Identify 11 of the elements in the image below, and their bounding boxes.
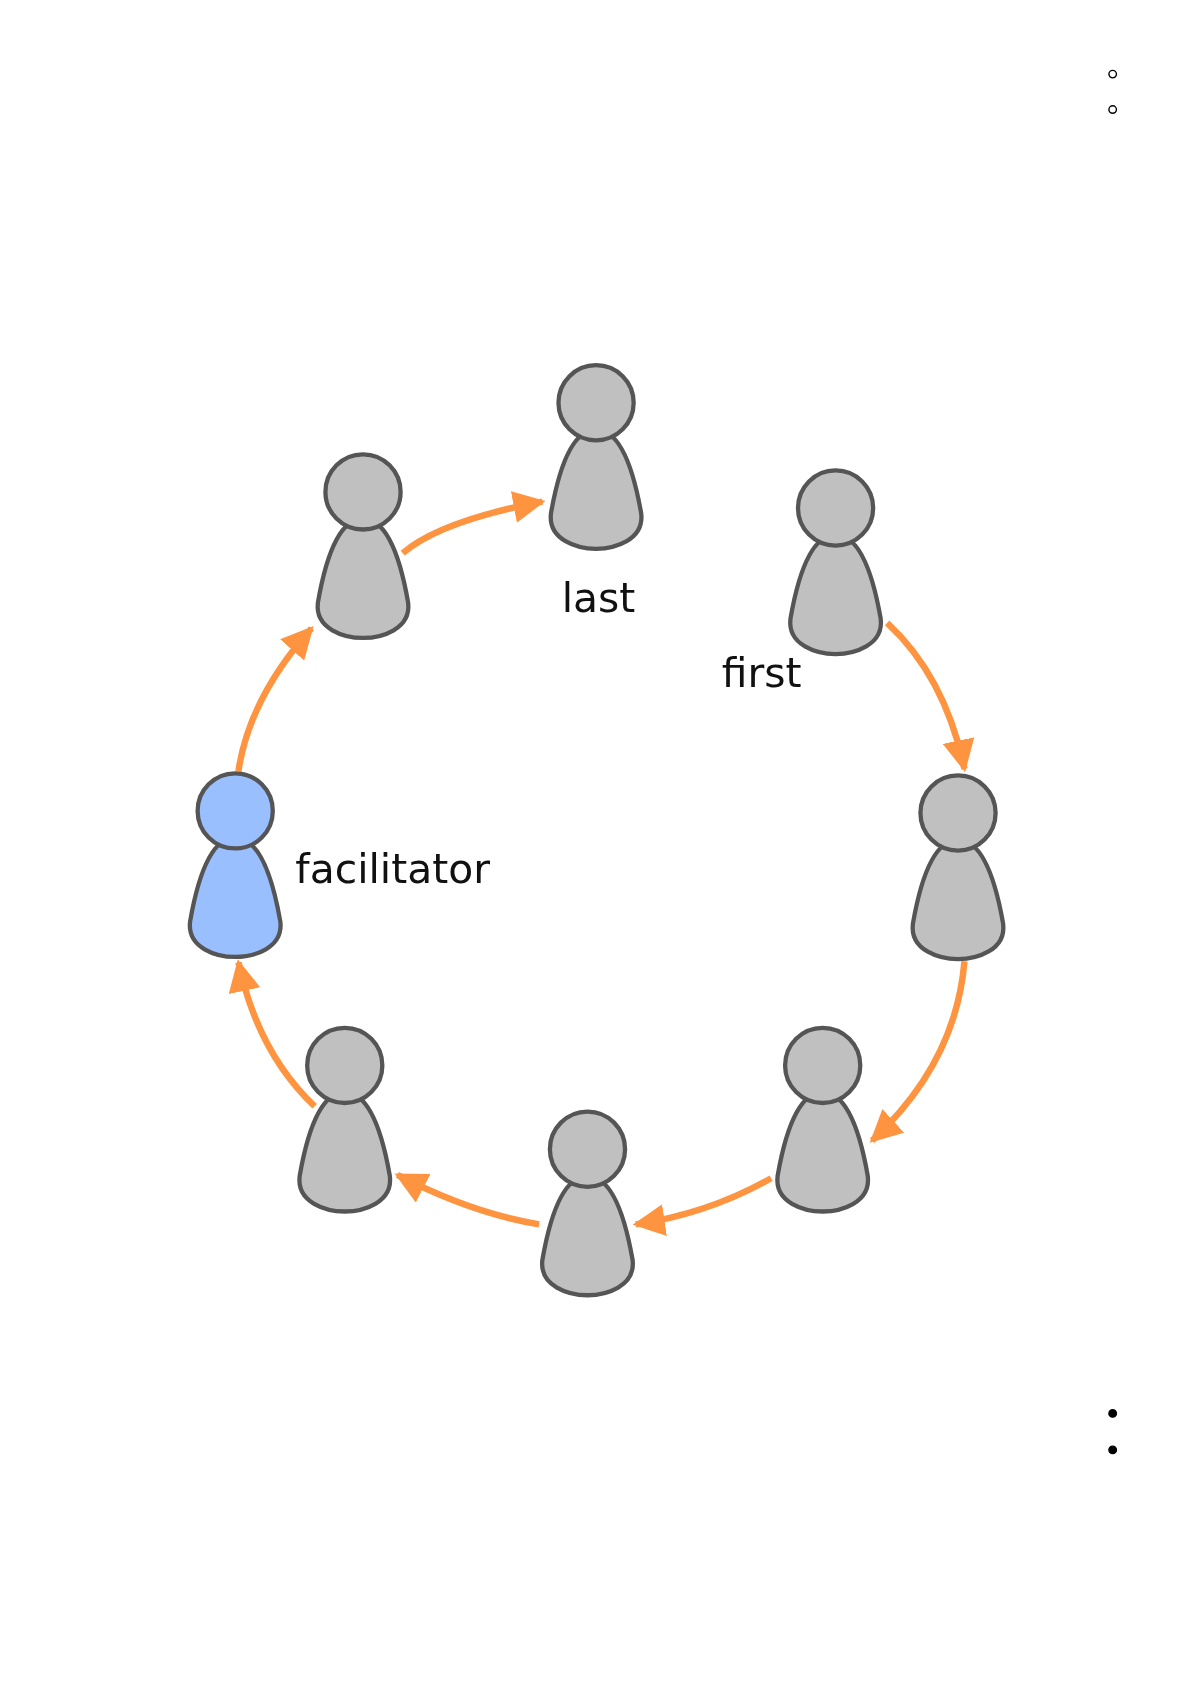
person-icon (537, 1109, 638, 1299)
name-label: facilitator (295, 848, 490, 890)
arrow (884, 620, 974, 773)
arrow (229, 959, 317, 1109)
arrow (394, 1172, 540, 1228)
arrow (869, 960, 968, 1143)
name-label: first (721, 653, 802, 694)
arrow (400, 491, 546, 556)
name-label: last (561, 577, 636, 619)
arrow (632, 1175, 773, 1236)
arrow (235, 625, 314, 772)
